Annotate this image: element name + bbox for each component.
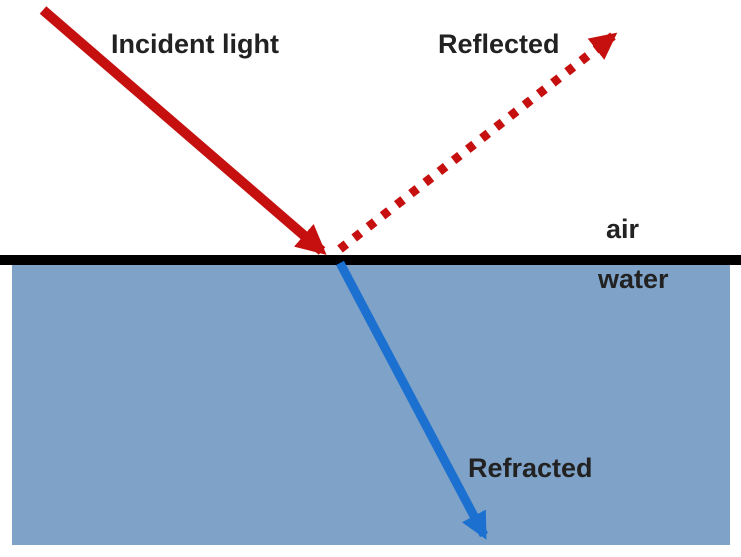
air-water-interface-line [0,255,741,265]
reflected-label: Reflected [438,29,560,59]
air-label: air [606,214,640,244]
incident-light-label: Incident light [111,29,279,59]
reflected-ray-arrow [337,32,618,253]
refracted-ray-arrow [336,260,488,540]
water-label: water [598,264,669,294]
refracted-label: Refracted [468,453,593,483]
incident-ray-arrow [39,6,327,255]
water-region [12,265,730,545]
